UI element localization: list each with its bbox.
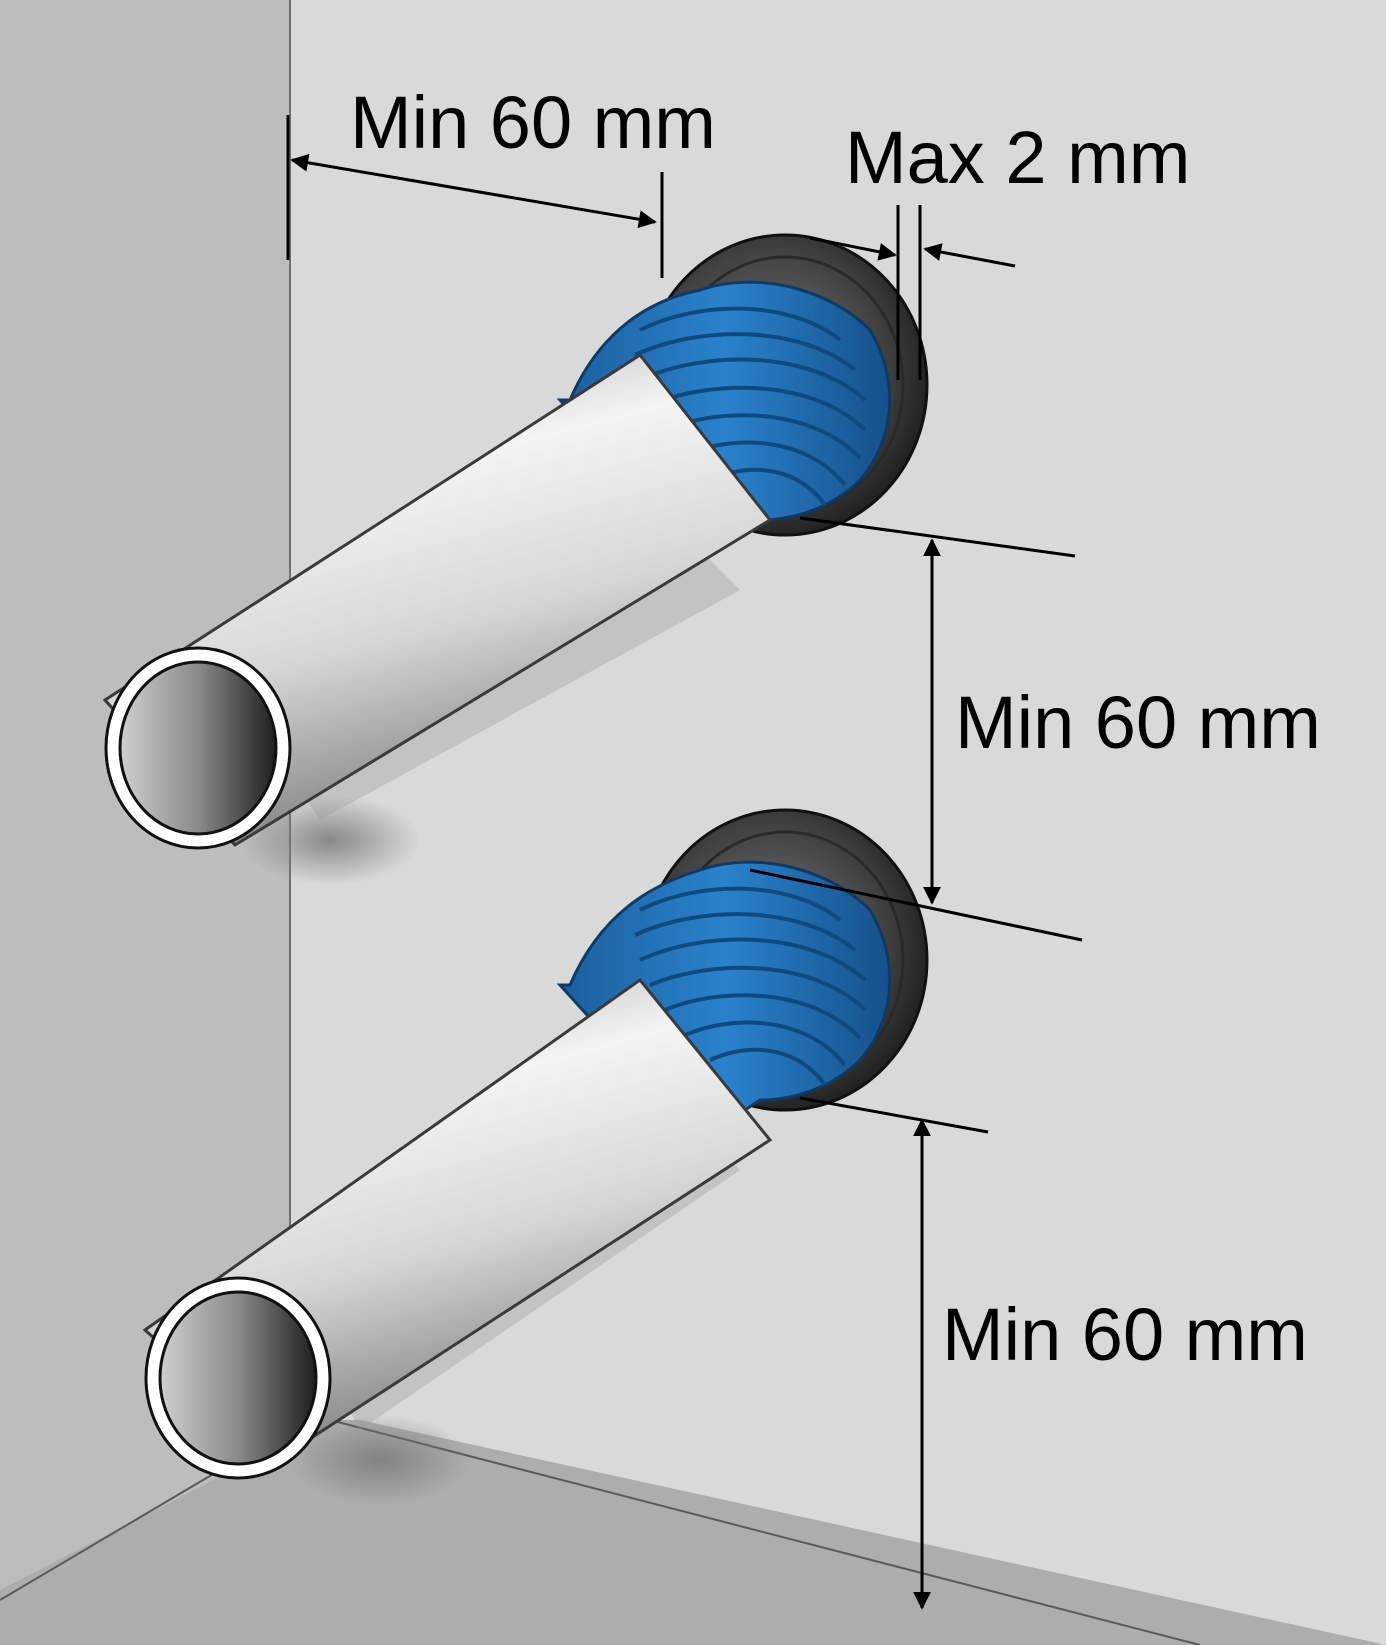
label-pipe-spacing: Min 60 mm	[955, 681, 1321, 764]
lower-pipe-end-bore	[158, 1290, 318, 1466]
arrow-icon	[290, 153, 657, 229]
dimension-labels: Min 60 mm Max 2 mm Min 60 mm Min 60 mm	[350, 81, 1321, 1376]
extension-line-upper-pipe	[799, 516, 1076, 558]
arrow-icon	[923, 243, 1016, 268]
arrow-icon	[809, 236, 897, 261]
sleeve-ribs	[634, 886, 867, 1087]
upper-pipe-cast-shadow	[280, 550, 740, 820]
upper-pipe-assembly	[102, 233, 929, 850]
label-top-clearance: Min 60 mm	[350, 81, 716, 164]
lower-pipe-shadow	[290, 1415, 470, 1505]
upper-pipe-end-bore	[118, 660, 278, 836]
extension-line-lower-pipe-top	[749, 868, 1083, 942]
dimension-lines	[286, 115, 1083, 1610]
upper-pipe-shadow	[240, 795, 420, 885]
floor-back-edge	[329, 1419, 1201, 1645]
label-floor-clearance: Min 60 mm	[942, 1293, 1308, 1376]
label-rosette-gap: Max 2 mm	[845, 116, 1190, 199]
extension-line-lower-pipe	[799, 1096, 989, 1134]
lower-pipe-assembly	[142, 808, 929, 1480]
floor-left-edge	[0, 1469, 221, 1601]
